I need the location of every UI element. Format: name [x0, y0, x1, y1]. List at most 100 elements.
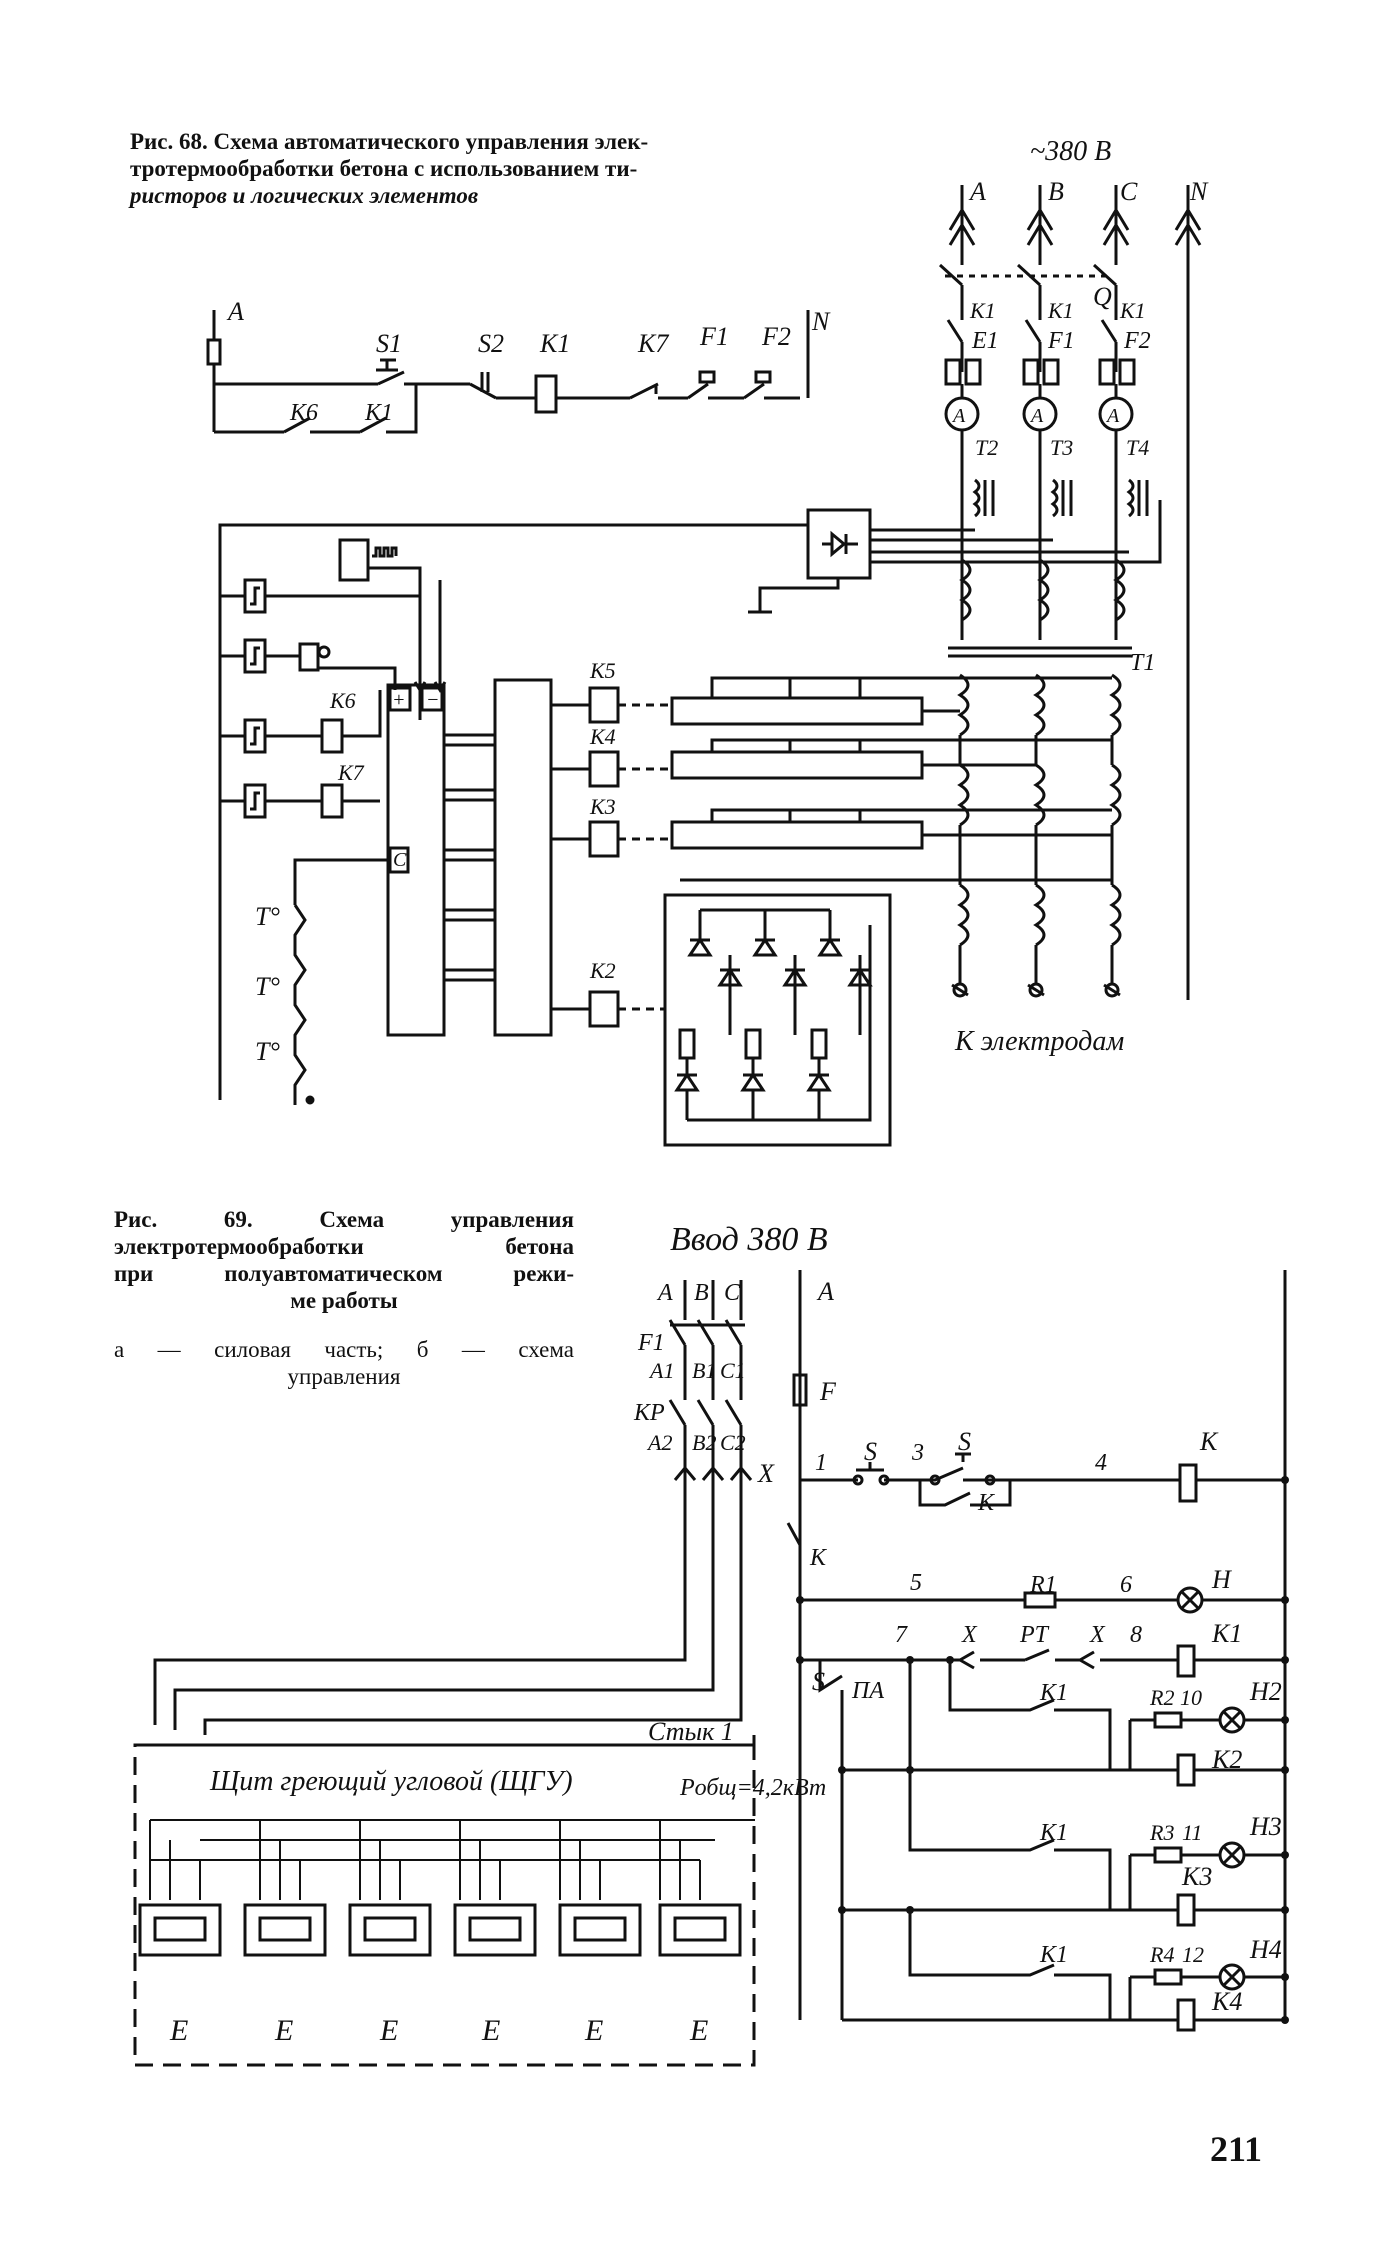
element-4: E: [481, 2014, 500, 2047]
schmitt-blocks: [220, 578, 422, 819]
label-f2-top: F2: [761, 322, 791, 351]
heating-panel: [133, 1743, 756, 2067]
label-temp-1: T°: [255, 902, 280, 931]
label-x-2: X: [1089, 1622, 1106, 1648]
label-temp-2: T°: [255, 972, 280, 1001]
ammeter-3: A: [1105, 405, 1120, 427]
element-5: E: [584, 2014, 603, 2047]
label-n4: 4: [1095, 1450, 1107, 1476]
label-k5: K5: [589, 658, 616, 683]
fig69-caption: Рис. 69. Схема управления электротермооб…: [114, 1206, 574, 1314]
label-s1: S1: [376, 329, 402, 358]
label-f1-top: F1: [699, 322, 729, 351]
label-k4: K4: [589, 724, 616, 749]
label-panel: Щит греющий угловой (ЩГУ): [209, 1766, 573, 1797]
label-a1: A1: [648, 1358, 674, 1383]
label-k-rail: K: [809, 1545, 828, 1571]
element-3: E: [379, 2014, 398, 2047]
label-phase-a: A: [968, 177, 986, 206]
label-a: A: [656, 1280, 673, 1306]
label-s-1: S: [864, 1437, 877, 1466]
label-k1-c: K1: [1119, 298, 1146, 323]
label-k-hold: K: [977, 1490, 996, 1516]
label-n10: 10: [1180, 1685, 1202, 1710]
label-voltage: ~380 В: [1030, 136, 1111, 167]
thyristors: [674, 908, 873, 1122]
label-temp-3: T°: [255, 1037, 280, 1066]
label-r2: R2: [1149, 1685, 1174, 1710]
label-c: C: [724, 1280, 741, 1306]
label-n3: 3: [911, 1440, 924, 1466]
label-t3: T3: [1050, 435, 1073, 460]
caption-line: ристоров и логических элементов: [130, 183, 479, 208]
label-q: Q: [1093, 282, 1112, 311]
label-r4: R4: [1149, 1942, 1174, 1967]
label-k1-row5: K1: [1039, 1820, 1068, 1846]
label-ctrl-n: N: [811, 307, 831, 336]
label-a2: A2: [646, 1430, 672, 1455]
label-ctrl-a: A: [226, 297, 244, 326]
ammeter-2: A: [1029, 405, 1044, 427]
label-h4: H4: [1249, 1935, 1282, 1964]
label-t2: T2: [975, 435, 998, 460]
label-k7-block: K7: [337, 760, 365, 785]
label-k1-b: K1: [1047, 298, 1074, 323]
label-k4: K4: [1211, 1987, 1242, 2016]
label-t4: T4: [1126, 435, 1149, 460]
label-k3: K3: [589, 794, 616, 819]
label-x-1: X: [961, 1622, 978, 1648]
label-n12: 12: [1182, 1942, 1204, 1967]
label-n6: 6: [1120, 1572, 1132, 1598]
logic-block-second: [493, 678, 553, 1037]
junction-dots: [796, 1476, 1289, 2024]
caption-line: Рис. 69. Схема управления: [114, 1207, 574, 1232]
label-k2: K2: [589, 958, 616, 983]
legend-line: управления: [287, 1364, 401, 1389]
label-t1: T1: [1130, 650, 1155, 676]
label-phase-b: B: [1048, 177, 1064, 206]
label-n1: 1: [815, 1450, 827, 1476]
tap-bars: [670, 676, 1112, 882]
element-2: E: [274, 2014, 293, 2047]
label-b: B: [694, 1280, 709, 1306]
element-1: E: [169, 2014, 188, 2047]
label-fuse: F: [819, 1377, 837, 1406]
label-k1: K1: [1211, 1619, 1242, 1648]
label-k1-row4: K1: [1039, 1680, 1068, 1706]
label-k7-top: K7: [637, 329, 669, 358]
label-power: Pобщ=4,2кВт: [679, 1775, 826, 1801]
label-n11: 11: [1182, 1820, 1202, 1845]
label-e1: E1: [971, 328, 999, 354]
caption-line: электротермообработки бетона: [114, 1234, 574, 1259]
label-electrodes: К электродам: [954, 1026, 1124, 1057]
label-phase-c: C: [1120, 177, 1138, 206]
page-number: 211: [1210, 2129, 1263, 2169]
label-pt: PT: [1019, 1622, 1050, 1648]
legend-line: а — силовая часть; б — схема: [114, 1337, 574, 1362]
label-k6-block: K6: [329, 688, 356, 713]
label-joint: Стык 1: [648, 1717, 734, 1746]
thyristor-block: [663, 893, 892, 1147]
fig68-caption: Рис. 68. Схема автоматического управлени…: [130, 128, 890, 209]
label-k1-a: K1: [969, 298, 996, 323]
label-n8: 8: [1130, 1622, 1142, 1648]
label-input: Ввод 380 В: [670, 1221, 828, 1258]
label-kp: KP: [633, 1400, 665, 1426]
label-h3: H3: [1249, 1812, 1282, 1841]
label-r3: R3: [1149, 1820, 1174, 1845]
caption-line: Рис. 68. Схема автоматического управлени…: [130, 129, 649, 154]
label-h2: H2: [1249, 1677, 1282, 1706]
label-s2: S2: [478, 329, 504, 358]
label-f1: F1: [637, 1330, 665, 1356]
label-k: K: [1199, 1427, 1219, 1456]
caption-line: ме работы: [290, 1288, 398, 1313]
label-neutral: N: [1189, 177, 1209, 206]
label-k1-row6: K1: [1039, 1942, 1068, 1968]
ammeter-1: A: [951, 405, 966, 427]
label-k3: K3: [1181, 1862, 1212, 1891]
label-minus: −: [426, 689, 440, 711]
caption-line: тротермообработки бетона с использование…: [130, 156, 638, 181]
caption-line: при полуавтоматическом режи-: [114, 1261, 574, 1286]
